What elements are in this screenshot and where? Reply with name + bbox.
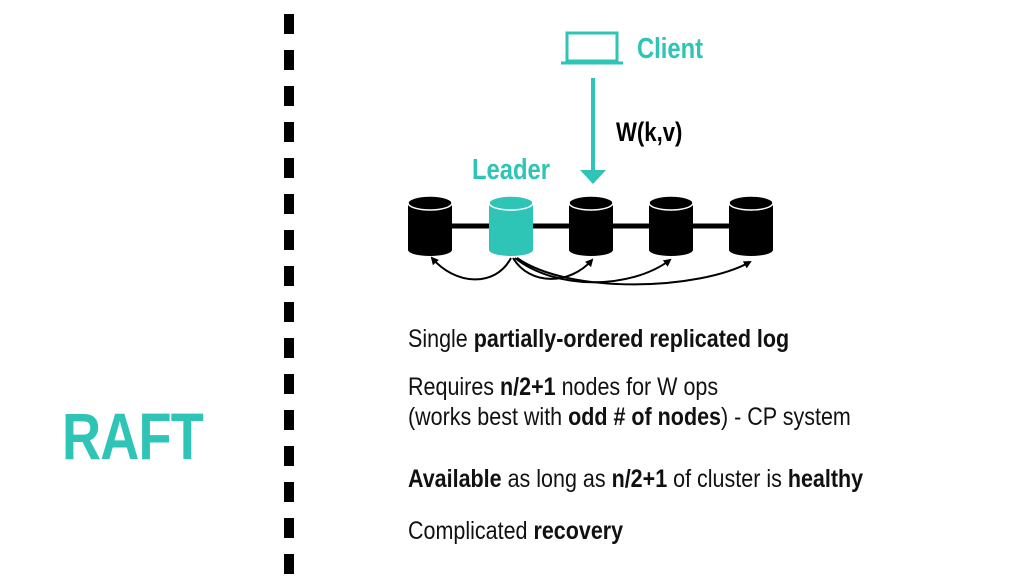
node-follower-4 (728, 195, 774, 256)
node-follower-3 (648, 195, 694, 256)
node-follower-1 (407, 195, 453, 256)
leader-label: Leader (472, 154, 550, 186)
replication-arrow-4 (516, 257, 752, 286)
bullet-recovery: Complicated recovery (408, 517, 624, 545)
replication-arrow-1 (430, 256, 512, 281)
node-follower-2 (568, 195, 614, 256)
replication-arrows (430, 256, 752, 286)
bullet-single-log: Single partially-ordered replicated log (408, 325, 790, 353)
replication-arrow-2 (512, 257, 594, 280)
slide-title: RAFT (62, 399, 204, 473)
laptop-icon (561, 31, 623, 65)
bullet-availability: Available as long as n/2+1 of cluster is… (408, 465, 864, 493)
node-leader (488, 195, 534, 256)
bullet-odd-nodes: (works best with odd # of nodes) - CP sy… (408, 403, 851, 431)
bullet-quorum: Requires n/2+1 nodes for W ops (408, 373, 719, 401)
write-operation-label: W(k,v) (616, 117, 683, 147)
dashed-divider (284, 14, 294, 576)
client-label: Client (637, 33, 704, 65)
write-arrow (580, 78, 606, 184)
